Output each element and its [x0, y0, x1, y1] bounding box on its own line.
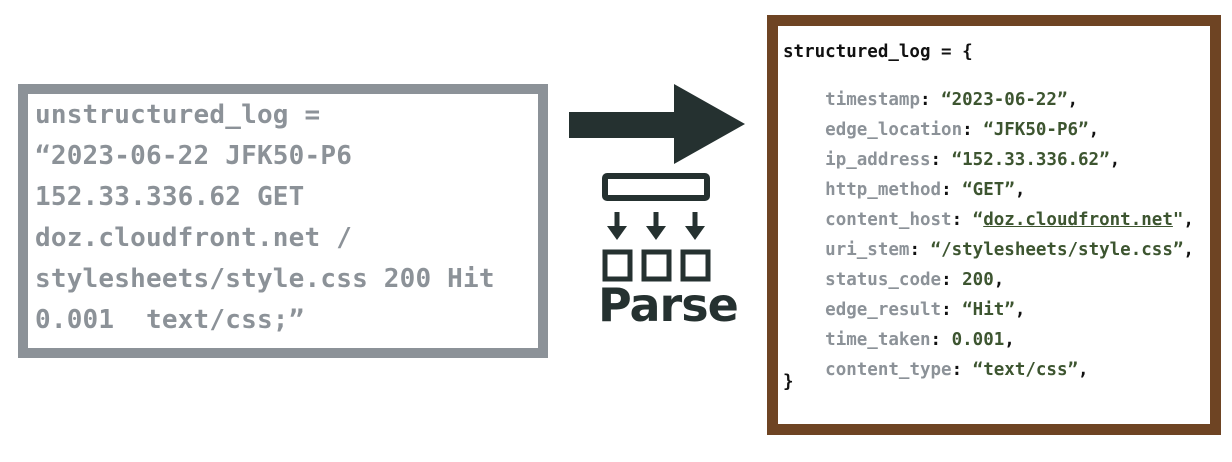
field-uri-stem: uri_stem: “/stylesheets/style.css”, [783, 224, 1194, 277]
field-sep: : [941, 269, 963, 290]
field-value: “GET” [962, 179, 1015, 200]
field-key: time_taken [825, 329, 931, 350]
unstructured-line-5: stylesheets/style.css 200 Hit [35, 264, 495, 294]
field-sep: : [909, 239, 931, 260]
field-value: “/stylesheets/style.css” [930, 239, 1184, 260]
field-value: “Hit” [962, 299, 1015, 320]
field-key: content_type [825, 359, 952, 380]
field-key: uri_stem [825, 239, 910, 260]
field-trail: , [993, 269, 1005, 290]
field-status-code: status_code: 200, [783, 254, 1004, 307]
parse-icon [602, 173, 711, 282]
field-key: ip_address [825, 149, 931, 170]
field-trail: , [1088, 119, 1100, 140]
field-trail: , [1183, 239, 1194, 260]
field-value-close-quote: " [1172, 209, 1184, 230]
structured-header: structured_log = { [783, 42, 973, 62]
field-sep: : [941, 299, 963, 320]
unstructured-line-4: doz.cloudfront.net / [35, 223, 353, 253]
unstructured-log-box: unstructured_log = “2023-06-22 JFK50-P6 … [18, 84, 548, 358]
field-http-method: http_method: “GET”, [783, 164, 1025, 217]
parse-label: Parse [598, 278, 739, 332]
field-trail: , [1183, 209, 1194, 230]
unstructured-line-3: 152.33.336.62 GET [35, 182, 305, 212]
field-trail: , [1004, 329, 1015, 350]
field-edge-result: edge_result: “Hit”, [783, 284, 1025, 337]
field-sep: : [962, 119, 984, 140]
field-key: edge_location [825, 119, 963, 140]
field-sep: : [951, 209, 973, 230]
field-time-taken: time_taken: 0.001, [783, 314, 1015, 367]
field-trail: , [1109, 149, 1121, 170]
field-key: timestamp [825, 89, 920, 110]
field-edge-location: edge_location: “JFK50-P6”, [783, 104, 1099, 157]
field-sep: : [951, 359, 973, 380]
field-value: “JFK50-P6” [983, 119, 1089, 140]
field-trail: , [1078, 359, 1089, 380]
structured-log-box: structured_log = { timestamp: “2023-06-2… [767, 15, 1221, 435]
field-value: 0.001 [951, 329, 1005, 350]
field-value: 200 [962, 269, 994, 290]
field-value: “2023-06-22” [941, 89, 1068, 110]
field-trail: , [1067, 89, 1079, 110]
field-key: content_host [825, 209, 952, 230]
field-trail: , [1014, 179, 1026, 200]
structured-footer: } [783, 372, 794, 392]
field-sep: : [930, 149, 952, 170]
field-trail: , [1014, 299, 1026, 320]
field-sep: : [930, 329, 952, 350]
unstructured-line-6: 0.001 text/css;” [35, 305, 305, 335]
field-key: http_method [825, 179, 942, 200]
unstructured-line-1: unstructured_log = [35, 100, 321, 130]
field-content-host: content_host: “doz.cloudfront.net", [783, 194, 1194, 247]
right-arrow-icon [569, 84, 745, 164]
field-sep: : [941, 179, 963, 200]
field-key: status_code [825, 269, 942, 290]
field-value-open-quote: “ [972, 209, 984, 230]
field-key: edge_result [825, 299, 942, 320]
field-ip-address: ip_address: “152.33.336.62”, [783, 134, 1120, 187]
field-sep: : [919, 89, 942, 110]
field-value: “text/css” [972, 359, 1079, 380]
field-content-type: content_type: “text/css”, [783, 344, 1089, 397]
field-timestamp: timestamp: “2023-06-22”, [783, 74, 1078, 127]
unstructured-line-2: “2023-06-22 JFK50-P6 [35, 141, 353, 171]
field-value: “152.33.336.62” [951, 149, 1110, 170]
content-host-link[interactable]: doz.cloudfront.net [983, 209, 1173, 230]
